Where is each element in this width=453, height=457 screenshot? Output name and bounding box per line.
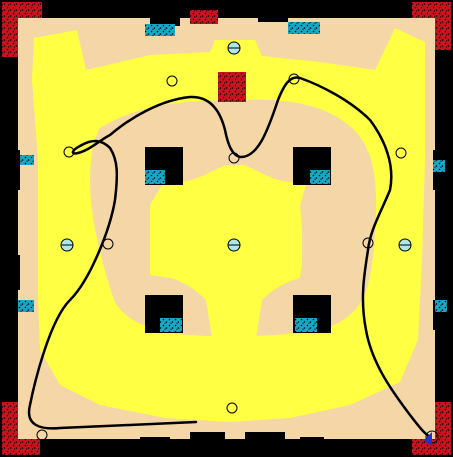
wall-stub-top-1 <box>150 12 180 26</box>
hazard-cyan-right-2 <box>435 300 447 312</box>
hazard-cyan-top-1 <box>145 24 175 36</box>
cyan-marker-right <box>399 239 411 251</box>
obstacle-upper-left <box>145 147 183 185</box>
obstacle-top-center <box>218 72 246 102</box>
wall-stub-bottom-3 <box>245 432 285 447</box>
obstacle-upper-right <box>293 147 331 185</box>
obstacle-lower-right <box>293 295 331 333</box>
cyan-marker-left <box>61 239 73 251</box>
hazard-cyan-left-1 <box>20 155 34 165</box>
wall-stub-top-2 <box>258 8 288 22</box>
hazard-cyan-left-2 <box>18 300 34 312</box>
wall-stub-bottom-1 <box>140 437 170 447</box>
wall-stub-bottom-4 <box>300 437 324 447</box>
hazard-cyan-right-1 <box>433 160 445 172</box>
wall-stub-left-1 <box>12 150 20 190</box>
obstacle-lower-left <box>145 295 183 333</box>
cyan-marker-top <box>228 42 240 54</box>
wall-stub-left-2 <box>12 255 20 290</box>
wall-stub-bottom-2 <box>190 432 225 447</box>
hazard-red-top <box>190 10 218 24</box>
hazard-cyan-top-2 <box>288 22 320 34</box>
cyan-marker-center <box>228 239 240 251</box>
